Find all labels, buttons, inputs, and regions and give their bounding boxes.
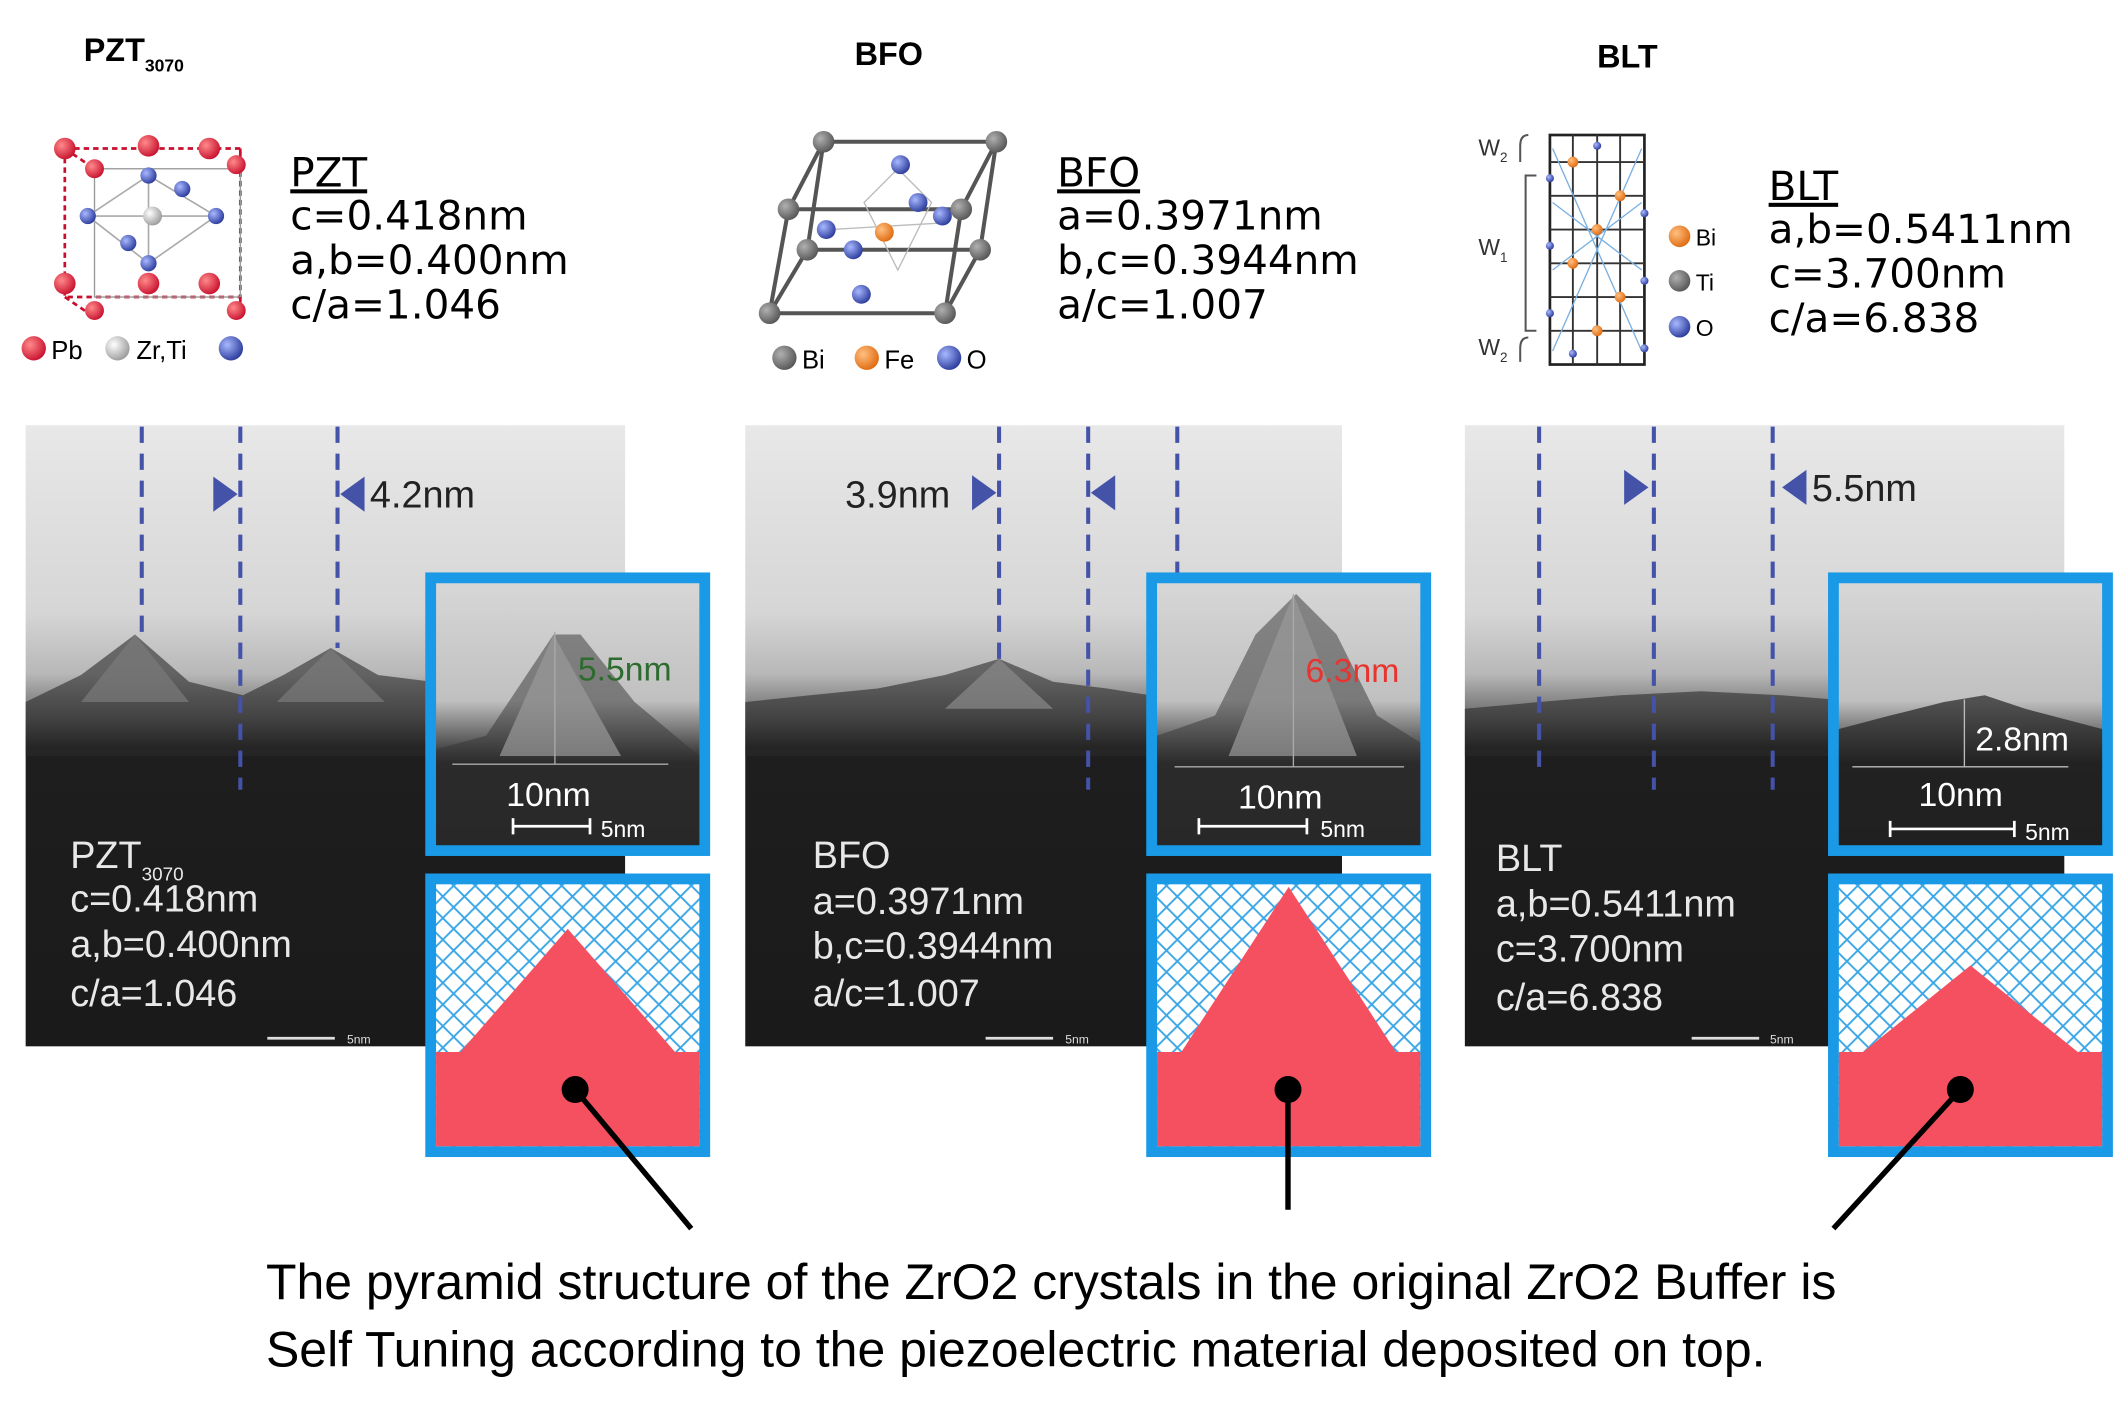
pzt-pointer-line	[573, 1087, 694, 1231]
svg-text:5nm: 5nm	[2025, 819, 2070, 845]
blt-legend: Bi Ti O	[1668, 225, 1716, 341]
bfo-spacing-label: 3.9nm	[845, 475, 950, 517]
bfo-inset: 6.3nm 10nm 5nm	[1146, 572, 1432, 856]
svg-text:5nm: 5nm	[1065, 1033, 1089, 1047]
svg-text:BFO: BFO	[1057, 148, 1140, 196]
pzt-inset-width: 10nm	[506, 776, 590, 814]
svg-text:O: O	[967, 347, 987, 375]
caption-line-2: Self Tuning according to the piezoelectr…	[265, 1321, 1766, 1378]
svg-text:c=0.418nm: c=0.418nm	[70, 878, 258, 920]
pzt-header: PZT3070	[84, 32, 184, 76]
svg-text:a=0.3971nm: a=0.3971nm	[1057, 192, 1323, 240]
pzt-inset-height: 5.5nm	[578, 650, 672, 688]
svg-text:Pb: Pb	[51, 337, 82, 365]
pzt-inset: 5.5nm 10nm 5nm	[425, 572, 711, 856]
svg-text:c=3.700nm: c=3.700nm	[1769, 250, 2006, 298]
svg-text:a/c=1.007: a/c=1.007	[813, 973, 980, 1015]
bfo-header: BFO	[855, 36, 923, 72]
svg-text:a,b=0.5411nm: a,b=0.5411nm	[1769, 205, 2073, 253]
blt-pyramid-shape	[1838, 965, 2103, 1147]
blt-pyramid-schematic	[1828, 873, 2113, 1231]
pzt-legend-o-icon	[218, 336, 244, 361]
svg-text:c/a=6.838: c/a=6.838	[1496, 977, 1663, 1019]
svg-text:Zr,Ti: Zr,Ti	[136, 337, 186, 365]
bfo-pyramid-schematic	[1146, 873, 1432, 1210]
svg-text:BLT: BLT	[1769, 162, 1839, 210]
pzt-legend: Pb Zr,Ti	[21, 336, 244, 365]
svg-text:5nm: 5nm	[1770, 1033, 1794, 1047]
svg-text:5nm: 5nm	[601, 816, 646, 842]
svg-text:PZT: PZT	[290, 148, 367, 196]
panel-pzt: PZT3070 Pb Zr,Ti PZT c=0.418nm a,b=	[21, 32, 711, 1231]
svg-text:c=3.700nm: c=3.700nm	[1496, 928, 1684, 970]
bfo-crystal-structure	[758, 130, 1008, 325]
pzt-tem-image: 4.2nm PZT3070 c=0.418nm a,b=0.400nm c/a=…	[25, 425, 626, 1047]
svg-text:Ti: Ti	[1696, 269, 1714, 295]
svg-text:a=0.3971nm: a=0.3971nm	[813, 881, 1024, 923]
bfo-legend: Bi Fe O	[772, 345, 987, 375]
svg-text:W2: W2	[1478, 334, 1507, 365]
blt-inset-width: 10nm	[1918, 776, 2002, 814]
bfo-inset-height: 6.3nm	[1306, 652, 1400, 690]
caption-line-1: The pyramid structure of the ZrO2 crysta…	[265, 1254, 1837, 1310]
pzt-pyramid-schematic	[425, 873, 711, 1231]
svg-text:BLT: BLT	[1496, 838, 1563, 880]
svg-text:Bi: Bi	[1696, 225, 1716, 251]
svg-text:a,b=0.400nm: a,b=0.400nm	[290, 236, 568, 284]
pzt-properties: PZT c=0.418nm a,b=0.400nm c/a=1.046	[290, 148, 568, 328]
blt-properties: BLT a,b=0.5411nm c=3.700nm c/a=6.838	[1769, 162, 2073, 342]
panel-bfo: BFO Bi Fe O BFO a=0.3971nm b,c=0.3944nm	[745, 36, 1432, 1210]
bfo-properties: BFO a=0.3971nm b,c=0.3944nm a/c=1.007	[1057, 148, 1359, 328]
blt-header: BLT	[1597, 39, 1658, 75]
svg-text:c/a=6.838: c/a=6.838	[1769, 294, 1980, 342]
blt-inset-height: 2.8nm	[1975, 721, 2069, 759]
svg-text:b,c=0.3944nm: b,c=0.3944nm	[813, 926, 1054, 968]
svg-text:Fe: Fe	[884, 347, 914, 375]
svg-text:O: O	[1696, 315, 1714, 341]
blt-spacing-label: 5.5nm	[1812, 468, 1917, 510]
svg-text:PZT3070: PZT3070	[70, 835, 183, 885]
svg-text:a,b=0.400nm: a,b=0.400nm	[70, 924, 292, 966]
svg-text:a,b=0.5411nm: a,b=0.5411nm	[1496, 884, 1736, 926]
pzt-crystal-structure	[54, 135, 246, 320]
caption: The pyramid structure of the ZrO2 crysta…	[266, 1249, 2062, 1384]
svg-text:5nm: 5nm	[347, 1033, 371, 1047]
svg-text:c=0.418nm: c=0.418nm	[290, 192, 527, 240]
bfo-inset-width: 10nm	[1238, 779, 1322, 817]
svg-text:b,c=0.3944nm: b,c=0.3944nm	[1057, 236, 1359, 284]
svg-text:c/a=1.046: c/a=1.046	[70, 973, 237, 1015]
svg-text:W2: W2	[1478, 134, 1507, 165]
blt-crystal-structure: W2 W1 W2	[1478, 133, 1649, 366]
pzt-pyramid-shape	[436, 928, 700, 1147]
panel-blt: BLT W2 W1 W2 Bi Ti	[1464, 39, 2113, 1231]
blt-pointer-line	[1831, 1087, 1963, 1231]
bfo-pyramid-shape	[1157, 886, 1421, 1147]
blt-inset: 2.8nm 10nm 5nm	[1828, 572, 2113, 856]
svg-text:c/a=1.046: c/a=1.046	[290, 281, 501, 329]
svg-text:5nm: 5nm	[1320, 816, 1365, 842]
svg-text:BFO: BFO	[813, 835, 891, 877]
pzt-spacing-label: 4.2nm	[370, 475, 475, 517]
svg-text:Bi: Bi	[802, 347, 825, 375]
svg-text:W1: W1	[1478, 234, 1507, 265]
svg-text:a/c=1.007: a/c=1.007	[1057, 281, 1268, 329]
